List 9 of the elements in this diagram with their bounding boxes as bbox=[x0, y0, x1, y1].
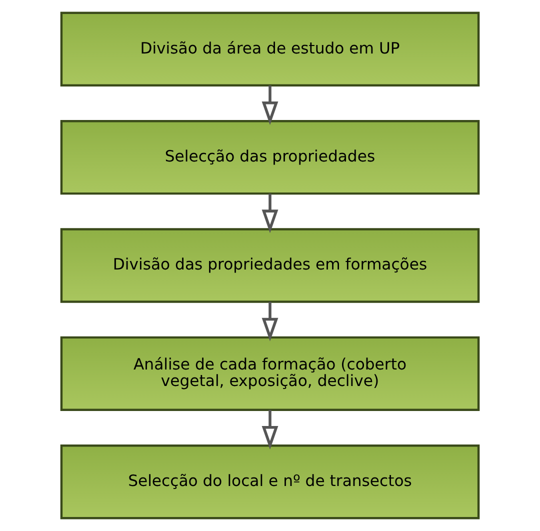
node-box: Selecção das propriedades bbox=[60, 120, 480, 195]
node-box: Selecção do local e nº de transectos bbox=[60, 444, 480, 520]
node-box: Análise de cada formação (coberto vegetal, exposição, declive) bbox=[60, 336, 480, 412]
arrow bbox=[262, 410, 278, 450]
node-box: Divisão da área de estudo em UP bbox=[60, 12, 480, 87]
node-box: Divisão das propriedades em formações bbox=[60, 228, 480, 303]
arrow bbox=[262, 86, 278, 125]
arrow bbox=[262, 194, 278, 234]
arrow bbox=[262, 302, 278, 342]
